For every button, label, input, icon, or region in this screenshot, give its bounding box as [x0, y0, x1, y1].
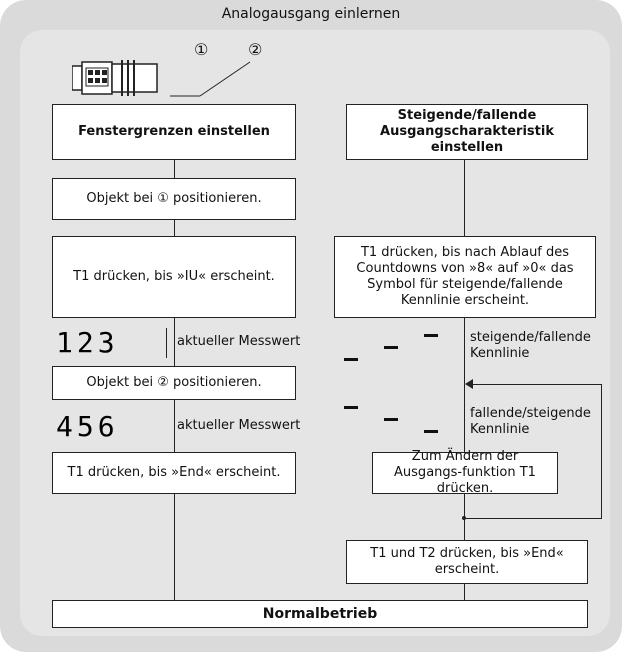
loop-arrow-icon — [465, 379, 473, 389]
position-1-icon: ① — [194, 40, 209, 59]
position-2-icon: ② — [248, 40, 263, 59]
display2-label: aktueller Messwert — [177, 418, 301, 433]
normal-operation-box: Normalbetrieb — [52, 600, 588, 628]
loop-top — [470, 384, 601, 385]
sensor-icon — [72, 60, 158, 96]
falling-label: fallende/steigende Kennlinie — [470, 406, 591, 437]
loop-right — [601, 384, 602, 519]
left-header-box: Fenstergrenzen einstellen — [52, 104, 296, 160]
display1-divider — [166, 328, 167, 358]
rising-characteristic-icon — [340, 328, 450, 368]
falling-bar-1 — [344, 406, 358, 409]
rising-bar-2 — [384, 346, 398, 349]
rising-bar-3 — [424, 334, 438, 337]
display-1: 123 — [56, 326, 119, 359]
display-2: 456 — [56, 410, 119, 443]
falling-bar-3 — [424, 430, 438, 433]
rising-label: steigende/fallende Kennlinie — [470, 330, 591, 361]
loop-bottom — [464, 518, 602, 519]
falling-bar-2 — [384, 418, 398, 421]
right-step3-box: T1 und T2 drücken, bis »End« erscheint. — [346, 540, 588, 584]
left-step2-box: T1 drücken, bis »IU« erscheint. — [52, 236, 296, 318]
left-step4-box: T1 drücken, bis »End« erscheint. — [52, 452, 296, 494]
falling-characteristic-icon — [340, 400, 450, 440]
display1-label: aktueller Messwert — [177, 334, 301, 349]
position-lines — [170, 61, 251, 97]
left-step3-box: Objekt bei ② positionieren. — [52, 366, 296, 400]
right-step1-box: T1 drücken, bis nach Ablauf des Countdow… — [334, 236, 596, 318]
diagram-title: Analogausgang einlernen — [221, 6, 401, 22]
left-step1-box: Objekt bei ① positionieren. — [52, 178, 296, 220]
right-step2-box: Zum Ändern der Ausgangs-funktion T1 drüc… — [372, 449, 558, 496]
right-connector — [464, 160, 465, 607]
right-header-box: Steigende/fallende Ausgangscharakteristi… — [346, 104, 588, 160]
rising-bar-1 — [344, 358, 358, 361]
